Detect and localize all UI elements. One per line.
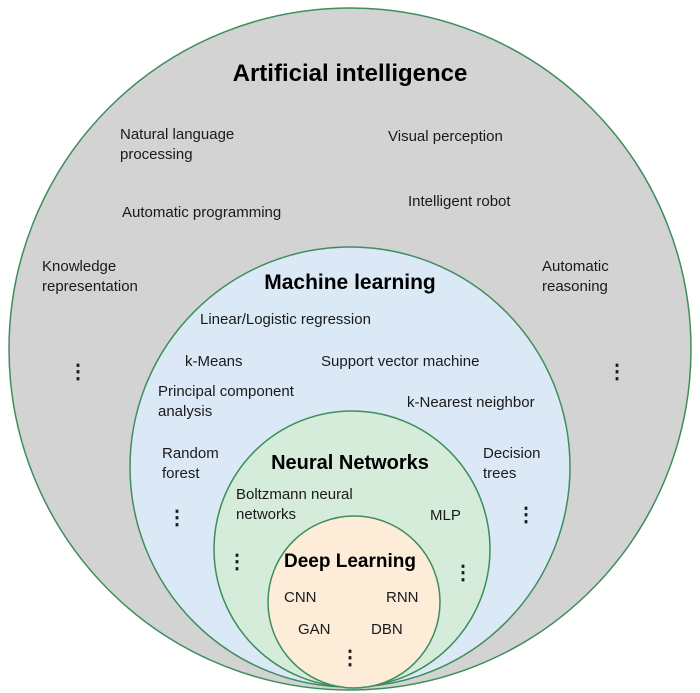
label-linear-logistic-regression: Linear/Logistic regression xyxy=(200,311,371,328)
label-knowledge-representation: Knowledge representation xyxy=(42,258,138,296)
label-automatic-programming: Automatic programming xyxy=(122,204,282,221)
ellipsis-vertical-ml-right: ⋮ xyxy=(516,504,536,526)
ellipsis-vertical-ai-right: ⋮ xyxy=(607,361,627,383)
label-k-nearest-neighbor: k-Nearest neighbor xyxy=(407,394,535,411)
ellipsis-vertical-dl-bottom: ⋮ xyxy=(340,647,360,669)
label-natural-language-processing: Natural language processing xyxy=(120,126,235,164)
artificial-intelligence-title: Artificial intelligence xyxy=(232,60,468,87)
deep-learning-circle xyxy=(267,515,441,689)
label-k-means: k-Means xyxy=(185,353,243,370)
machine-learning-title: Machine learning xyxy=(264,271,436,294)
label-visual-perception: Visual perception xyxy=(388,128,503,145)
ellipsis-vertical-ml-left: ⋮ xyxy=(167,507,187,529)
label-rnn: RNN xyxy=(386,589,419,606)
ellipsis-vertical-nn-right: ⋮ xyxy=(453,562,473,584)
deep-learning-title: Deep Learning xyxy=(284,551,416,572)
ellipsis-vertical-nn-left: ⋮ xyxy=(227,551,247,573)
ellipsis-vertical-ai-left: ⋮ xyxy=(68,361,88,383)
label-intelligent-robot: Intelligent robot xyxy=(408,193,511,210)
label-gan: GAN xyxy=(298,621,331,638)
label-support-vector-machine: Support vector machine xyxy=(321,353,480,370)
label-mlp: MLP xyxy=(430,507,461,524)
label-automatic-reasoning: Automatic reasoning xyxy=(542,258,609,296)
label-decision-trees: Decision trees xyxy=(483,445,541,483)
label-principal-component-analysis: Principal component analysis xyxy=(158,383,294,421)
label-boltzmann-neural-networks: Boltzmann neural networks xyxy=(236,486,353,524)
label-cnn: CNN xyxy=(284,589,317,606)
label-dbn: DBN xyxy=(371,621,403,638)
neural-networks-title: Neural Networks xyxy=(271,452,429,474)
label-random-forest: Random forest xyxy=(162,445,219,483)
